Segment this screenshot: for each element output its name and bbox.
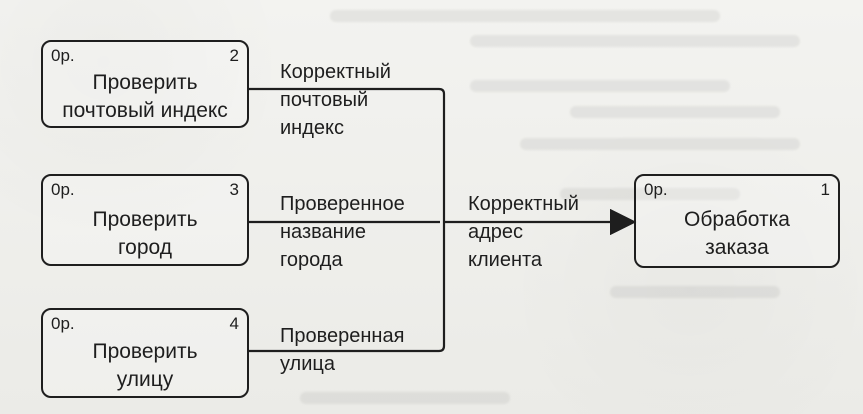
block-tag: 0р. <box>644 180 668 199</box>
arrow-label-postal-index: Корректный почтовый индекс <box>280 61 391 139</box>
block-title: Обработка заказа <box>684 208 790 259</box>
block-tag: 0р. <box>51 46 75 65</box>
block-number: 3 <box>229 180 239 199</box>
block-number: 4 <box>229 314 239 333</box>
order-processing-block: 0р. 1 Обработка заказа <box>634 174 840 268</box>
block-title: Проверить город <box>92 208 198 259</box>
block-tag: 0р. <box>51 314 75 333</box>
block-number: 1 <box>820 180 830 199</box>
check-postal-index-block: 0р. 2 Проверить почтовый индекс <box>41 40 249 128</box>
connector-postal-index <box>249 87 446 222</box>
connector-street <box>249 222 446 353</box>
block-tag: 0р. <box>51 180 75 199</box>
block-title: Проверить почтовый индекс <box>62 71 228 122</box>
block-number: 2 <box>229 46 239 65</box>
arrow-label-correct-address: Корректный адрес клиента <box>468 193 579 271</box>
arrow-label-city: Проверенное название города <box>280 193 405 271</box>
block-title: Проверить улицу <box>92 340 198 391</box>
arrow-label-street: Проверенная улица <box>280 325 405 375</box>
check-city-block: 0р. 3 Проверить город <box>41 174 249 266</box>
check-street-block: 0р. 4 Проверить улицу <box>41 308 249 398</box>
